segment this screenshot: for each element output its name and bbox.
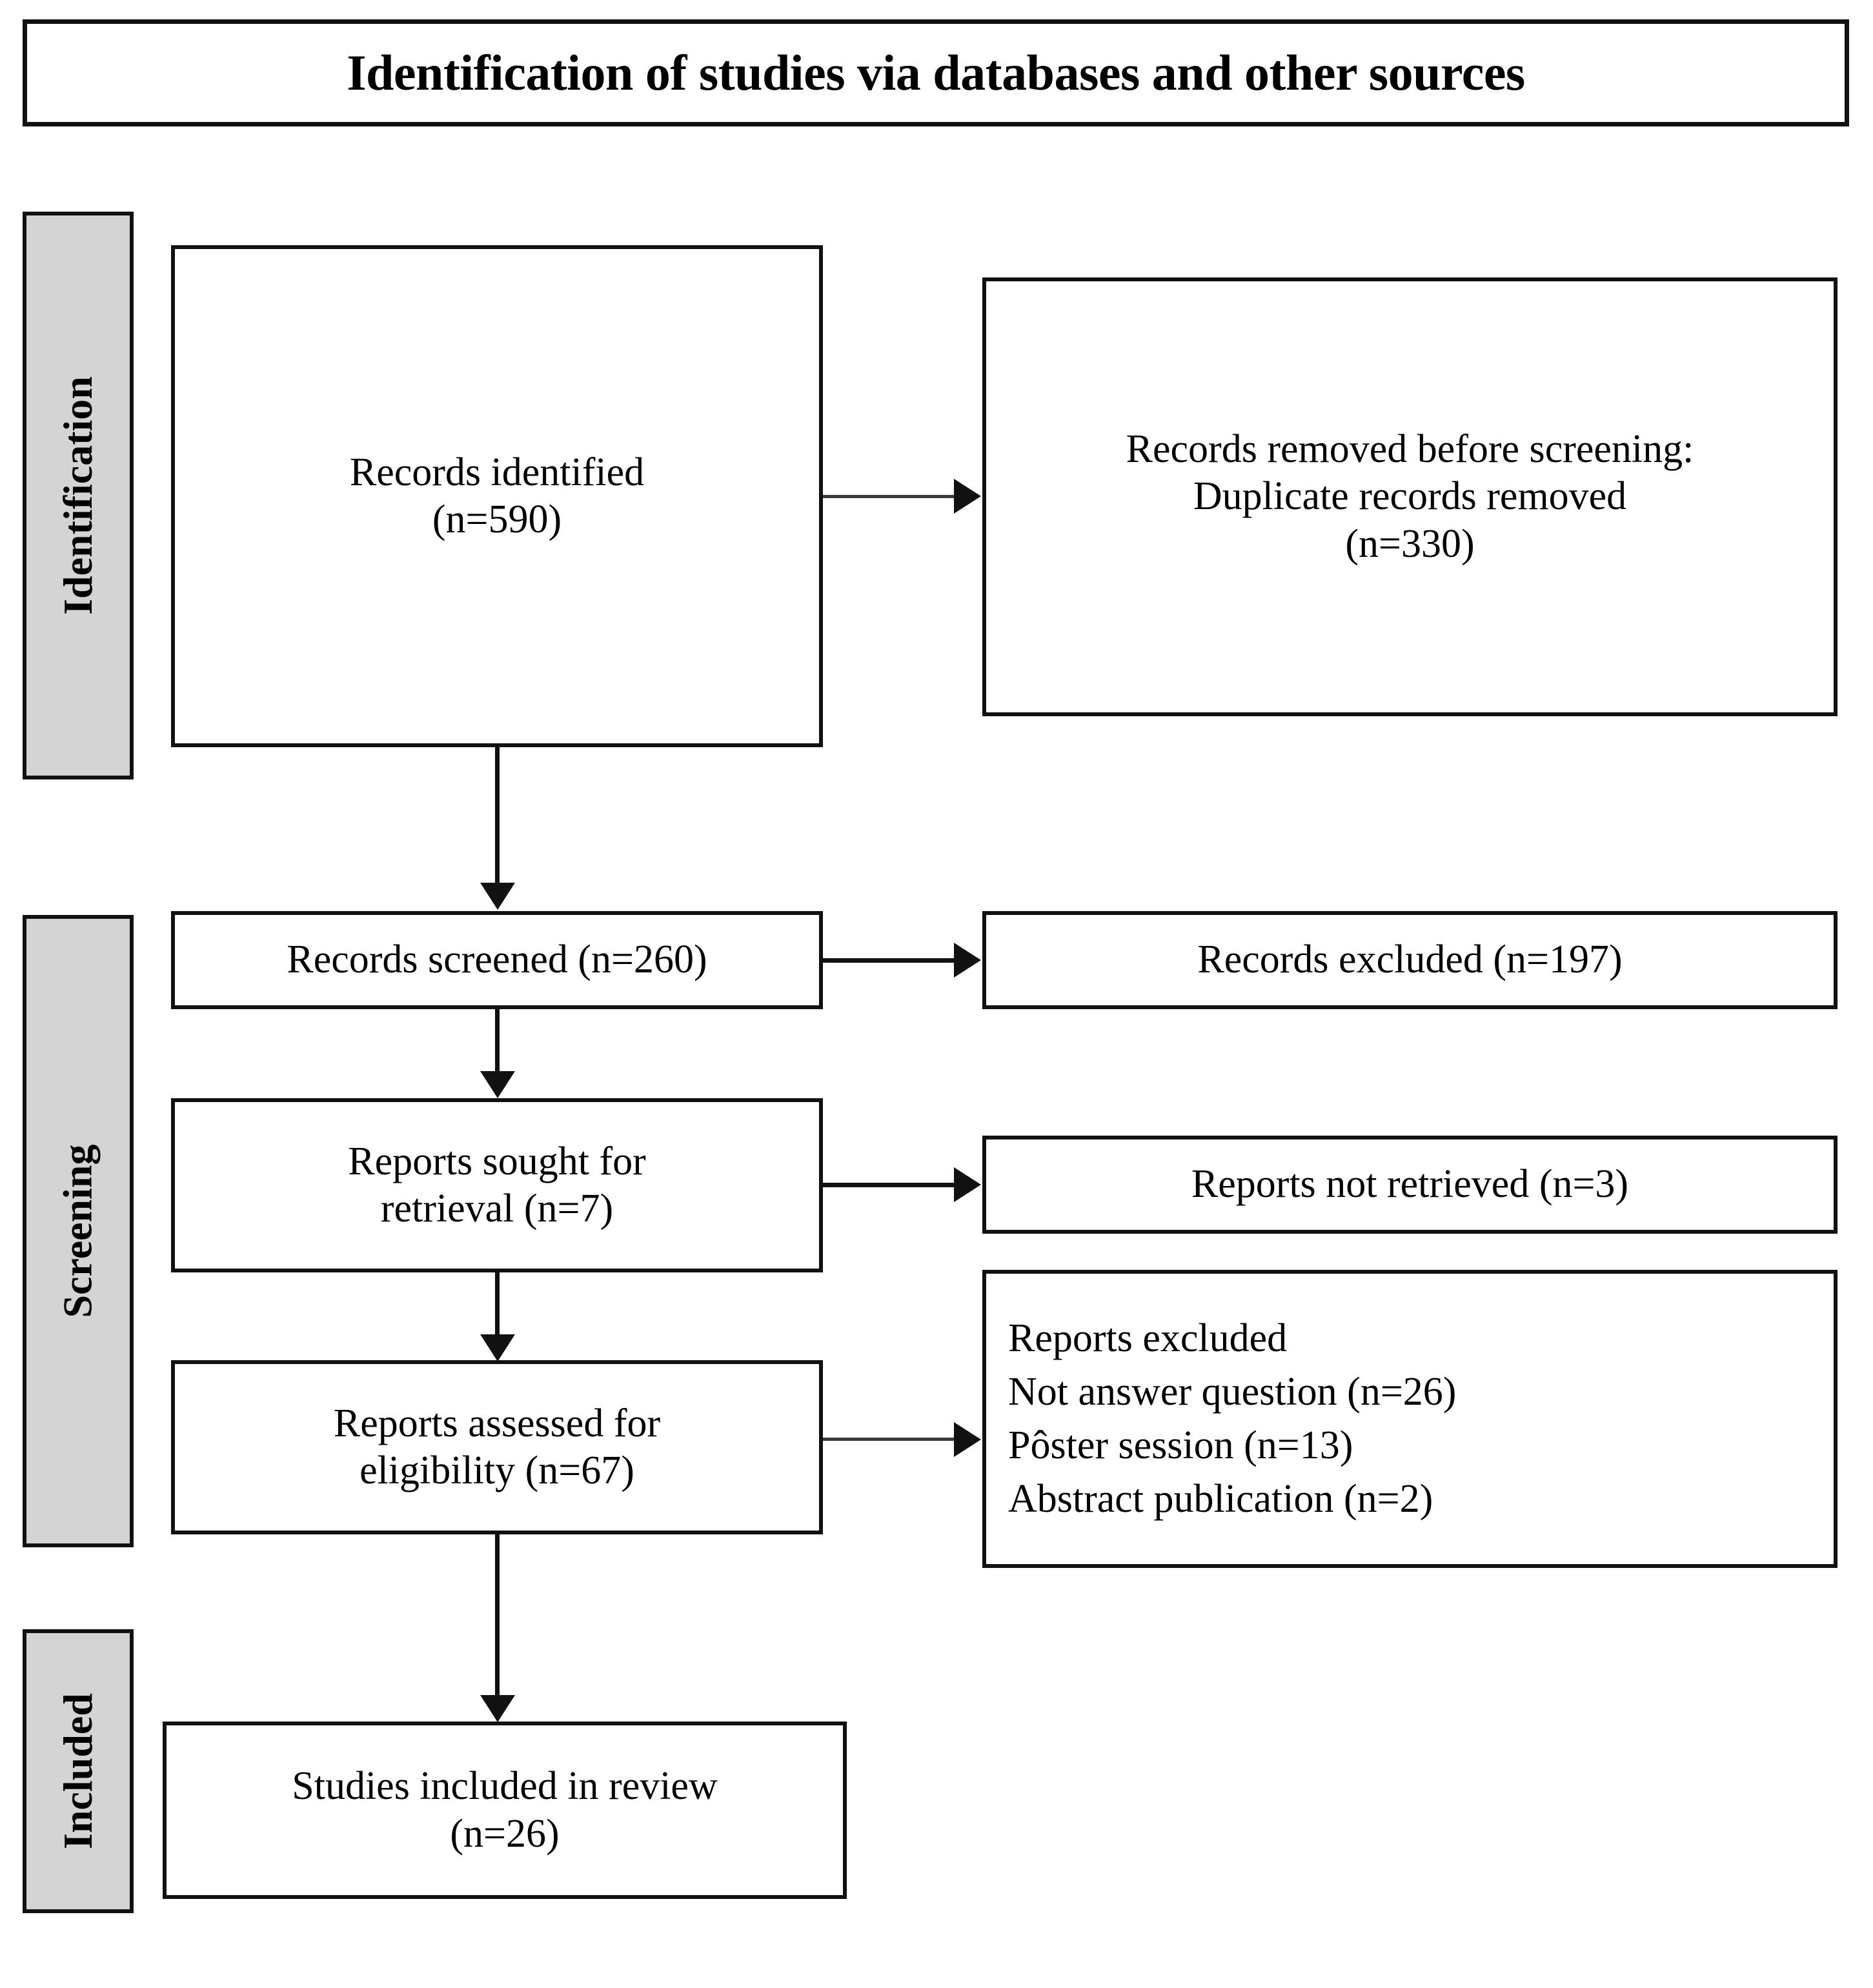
- box-records-removed-text: Records removed before screening: Duplic…: [1117, 426, 1703, 567]
- connector-sought-to-not-retrieved: [823, 1183, 955, 1187]
- connector-assessed-to-included: [495, 1534, 500, 1699]
- studies-included-line2: (n=26): [450, 1811, 560, 1856]
- stage-bar-included: Included: [23, 1629, 134, 1913]
- studies-included-line1: Studies included in review: [292, 1764, 718, 1809]
- records-excluded-line1: Records excluded (n=197): [1197, 938, 1623, 982]
- box-reports-not-retrieved-text: Reports not retrieved (n=3): [1182, 1161, 1637, 1208]
- records-removed-line2: Duplicate records removed: [1193, 474, 1627, 519]
- arrowhead-screened-to-excluded: [954, 943, 981, 978]
- records-removed-line3: (n=330): [1345, 521, 1475, 566]
- box-records-identified: Records identified (n=590): [171, 245, 823, 747]
- reports-sought-line2: retrieval (n=7): [380, 1187, 614, 1230]
- box-records-screened: Records screened (n=260): [171, 911, 823, 1009]
- box-reports-excluded-reasons: Reports excluded Not answer question (n=…: [982, 1270, 1838, 1568]
- arrowhead-identified-to-removed: [954, 479, 981, 514]
- box-reports-assessed-text: Reports assessed for eligibility (n=67): [325, 1400, 669, 1494]
- records-identified-line1: Records identified: [349, 450, 645, 494]
- connector-screened-to-excluded: [823, 958, 955, 963]
- box-records-identified-text: Records identified (n=590): [341, 449, 653, 543]
- box-records-screened-text: Records screened (n=260): [278, 936, 716, 983]
- box-studies-included-text: Studies included in review (n=26): [283, 1763, 726, 1857]
- reports-excluded-heading: Reports excluded: [1008, 1316, 1288, 1360]
- reports-excluded-reason-3: Abstract publication (n=2): [1008, 1477, 1433, 1521]
- connector-screened-to-sought: [495, 1009, 500, 1075]
- stage-bar-identification: Identification: [23, 212, 134, 779]
- stage-bar-screening: Screening: [23, 915, 134, 1547]
- arrowhead-sought-to-not-retrieved: [954, 1167, 981, 1202]
- box-records-removed: Records removed before screening: Duplic…: [982, 277, 1838, 716]
- connector-assessed-to-reports-excluded: [823, 1438, 955, 1441]
- box-records-excluded: Records excluded (n=197): [982, 911, 1838, 1009]
- arrowhead-assessed-to-included: [480, 1695, 515, 1722]
- connector-identified-to-removed: [823, 495, 955, 498]
- stage-label-screening: Screening: [55, 1144, 101, 1318]
- reports-sought-line1: Reports sought for: [348, 1139, 646, 1183]
- stage-label-identification: Identification: [55, 376, 101, 615]
- box-reports-sought: Reports sought for retrieval (n=7): [171, 1098, 823, 1272]
- box-reports-not-retrieved: Reports not retrieved (n=3): [982, 1136, 1838, 1234]
- reports-excluded-reason-1: Not answer question (n=26): [1008, 1369, 1457, 1414]
- records-screened-line1: Records screened (n=260): [287, 938, 707, 982]
- stage-label-included: Included: [55, 1693, 101, 1849]
- page-title: Identification of studies via databases …: [347, 45, 1525, 101]
- connector-sought-to-assessed: [495, 1272, 500, 1338]
- box-reports-excluded-reasons-text: Reports excluded Not answer question (n=…: [986, 1312, 1465, 1526]
- box-records-excluded-text: Records excluded (n=197): [1188, 936, 1631, 983]
- box-reports-assessed: Reports assessed for eligibility (n=67): [171, 1360, 823, 1534]
- arrowhead-sought-to-assessed: [480, 1334, 515, 1361]
- reports-not-retrieved-line1: Reports not retrieved (n=3): [1191, 1162, 1629, 1207]
- reports-assessed-line1: Reports assessed for: [333, 1401, 661, 1445]
- arrowhead-screened-to-sought: [480, 1071, 515, 1098]
- connector-identified-to-screened: [495, 747, 500, 887]
- reports-assessed-line2: eligibility (n=67): [359, 1449, 634, 1492]
- records-removed-line1: Records removed before screening:: [1126, 427, 1694, 472]
- box-studies-included: Studies included in review (n=26): [163, 1722, 847, 1899]
- diagram-title-box: Identification of studies via databases …: [23, 19, 1849, 126]
- arrowhead-assessed-to-reports-excluded: [954, 1422, 981, 1457]
- arrowhead-identified-to-screened: [480, 883, 515, 910]
- reports-excluded-reason-2: Pôster session (n=13): [1008, 1423, 1353, 1467]
- records-identified-line2: (n=590): [432, 497, 562, 541]
- box-reports-sought-text: Reports sought for retrieval (n=7): [339, 1138, 655, 1232]
